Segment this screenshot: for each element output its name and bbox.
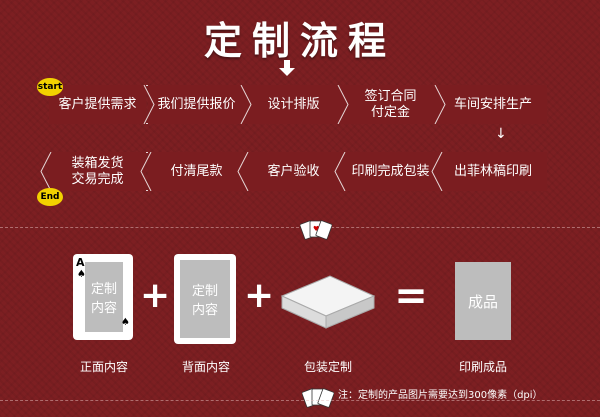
front-content-area: 定制 内容 <box>85 262 123 332</box>
chevron-right-icon <box>143 85 155 124</box>
playing-cards-icon: ♥ <box>299 218 333 242</box>
end-badge: End <box>37 188 63 206</box>
step-film-print: 出菲林稿印刷 <box>439 152 547 191</box>
playing-cards-icon <box>301 386 335 410</box>
step-production: 车间安排生产 <box>439 85 547 124</box>
label-packaging: 包装定制 <box>303 360 352 374</box>
dpi-note: 注：定制的产品图片需要达到300像素（dpi） <box>338 390 543 401</box>
start-badge: start <box>37 78 63 96</box>
plus-sign: + <box>140 275 171 316</box>
label-back: 背面内容 <box>181 360 230 374</box>
step-shipping: 装箱发货 交易完成 <box>49 152 146 191</box>
step-contract: 签订合同 付定金 <box>342 85 439 124</box>
step-quote: 我们提供报价 <box>148 85 245 124</box>
arrow-down-icon: ↓ <box>495 126 507 142</box>
chevron-right-icon <box>240 85 252 124</box>
chevron-left-icon <box>334 152 346 191</box>
equals-sign: = <box>394 273 428 319</box>
label-front: 正面内容 <box>79 360 128 374</box>
step-packaging: 印刷完成包装 <box>342 152 439 191</box>
chevron-right-icon <box>434 85 446 124</box>
plus-sign: + <box>244 275 275 316</box>
spade-icon: ♠ <box>121 317 130 328</box>
step-acceptance: 客户验收 <box>245 152 342 191</box>
chevron-left-icon <box>237 152 249 191</box>
spade-icon: ♠ <box>77 269 86 280</box>
label-finished: 印刷成品 <box>458 360 507 374</box>
chevron-left-icon <box>40 152 52 191</box>
step-final-payment: 付清尾款 <box>148 152 245 191</box>
finished-product: 成品 <box>455 262 511 340</box>
divider <box>0 400 600 401</box>
front-card: A ♠ 定制 内容 ♠ <box>73 254 133 340</box>
step-customer-request: 客户提供需求 <box>49 85 146 124</box>
svg-text:♥: ♥ <box>313 225 319 233</box>
package-box <box>278 270 378 332</box>
ace-label: A <box>76 256 85 269</box>
back-card: 定制 内容 <box>174 254 236 344</box>
divider <box>0 227 600 228</box>
chevron-left-icon <box>431 152 443 191</box>
back-content-area: 定制 内容 <box>180 260 230 338</box>
chevron-left-icon <box>140 152 152 191</box>
step-design: 设计排版 <box>245 85 342 124</box>
chevron-right-icon <box>337 85 349 124</box>
page-title: 定制流程 <box>203 19 396 63</box>
